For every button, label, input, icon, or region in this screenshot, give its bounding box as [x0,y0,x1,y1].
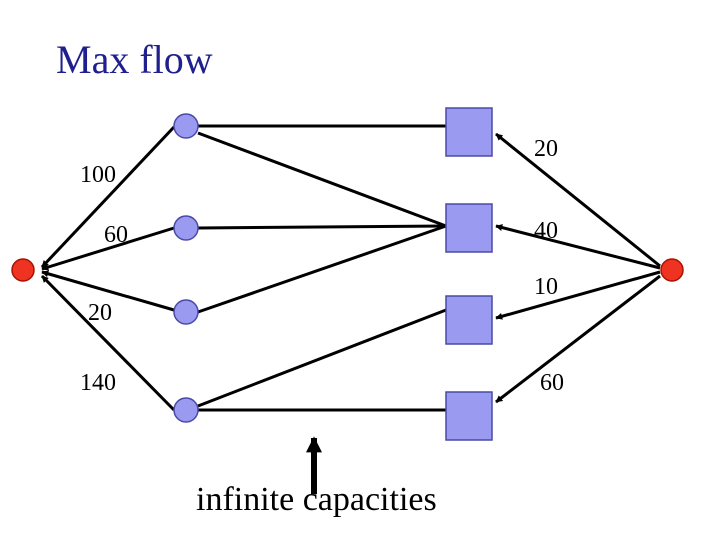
edge-sink-to-square3 [495,270,661,320]
edge-square3-to-left4 [197,308,447,408]
annotation-text: infinite capacities [196,481,437,518]
source-edge-label-4: 140 [80,370,116,396]
right-node-4 [445,391,493,441]
sink-edge-label-4: 60 [540,370,564,396]
edge-sink-to-square2 [495,224,661,270]
right-node-1 [445,107,493,157]
sink-node [660,258,684,282]
slide-title: Max flow [56,37,213,82]
sink-edge-label-3: 10 [534,274,558,300]
left-node-2 [173,215,199,241]
edge-sink-to-square1 [495,132,661,268]
left-node-4 [173,397,199,423]
right-node-3 [445,295,493,345]
edge-square2-to-left1 [197,131,447,228]
source-edge-label-2: 60 [104,222,128,248]
source-edge-label-3: 20 [88,300,112,326]
edge-left2-to-source [41,226,175,271]
edge-left1-to-source [40,125,176,269]
edge-left3-to-source [41,270,175,312]
source-edge-label-1: 100 [80,162,116,188]
edge-square2-to-left2 [197,224,447,230]
right-node-2 [445,203,493,253]
edge-square2-to-left3 [197,224,447,314]
edge-left4-to-source [40,274,176,412]
left-node-3 [173,299,199,325]
edge-sink-to-square4 [495,274,661,404]
left-node-1 [173,113,199,139]
sink-edge-label-2: 40 [534,218,558,244]
source-node [11,258,35,282]
sink-edge-label-1: 20 [534,136,558,162]
